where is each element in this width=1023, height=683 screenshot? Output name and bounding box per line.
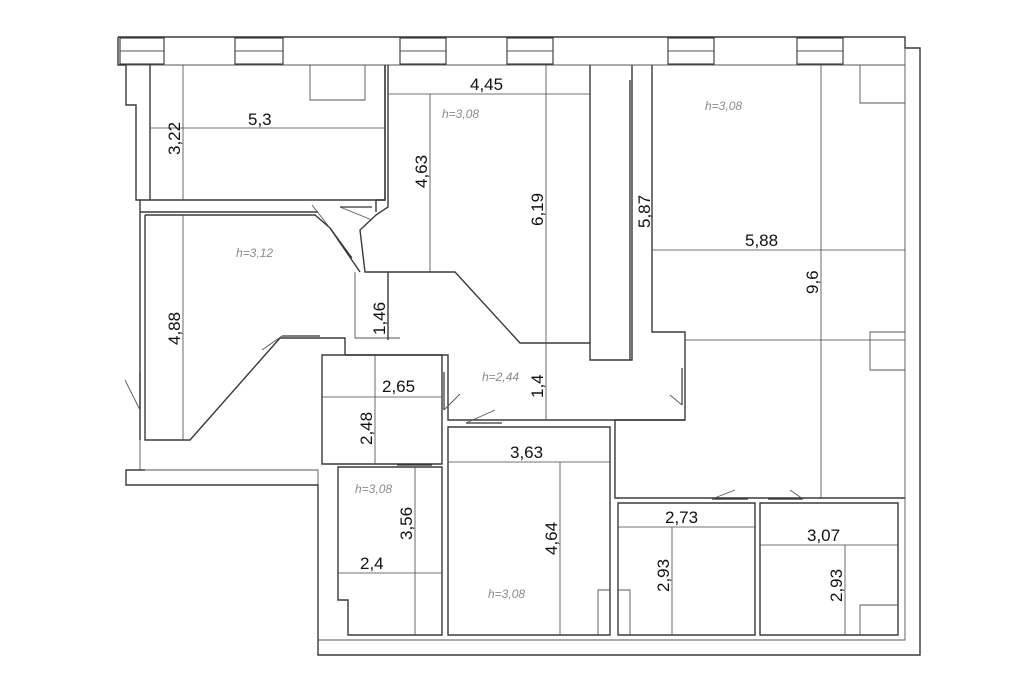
dim-right-width: 5,88 [745, 231, 778, 250]
room-top-middle [359, 65, 633, 361]
room-right [614, 65, 905, 499]
room-bottom-left [337, 466, 443, 636]
dim-right-depth-b: 9,6 [803, 270, 822, 294]
dim-top-mid-depth-a: 4,63 [412, 155, 431, 188]
room-left-middle [144, 214, 400, 441]
dim-bath-width: 2,65 [382, 377, 415, 396]
height-label-5: h=3,08 [355, 482, 392, 496]
dim-top-left-width: 5,3 [248, 110, 272, 129]
windows-top [119, 37, 844, 65]
dim-bottom-right2-depth: 2,93 [827, 569, 846, 602]
height-label-3: h=3,12 [236, 246, 273, 260]
height-label-4: h=2,44 [482, 370, 519, 384]
room-bathroom [321, 354, 443, 465]
dim-bottom-right2-width: 3,07 [807, 526, 840, 545]
dim-top-mid-depth-b: 6,19 [528, 193, 547, 226]
dim-top-left-depth: 3,22 [165, 122, 184, 155]
dim-hall-short: 1,4 [528, 374, 547, 398]
height-labels: h=3,08 h=3,08 h=3,12 h=2,44 h=3,08 h=3,0… [236, 99, 742, 601]
dim-bottom-left-depth: 3,56 [397, 507, 416, 540]
dim-bottom-right1-width: 2,73 [665, 508, 698, 527]
room-top-left [140, 65, 386, 213]
dim-bottom-mid-width: 3,63 [510, 443, 543, 462]
door-2 [329, 227, 353, 259]
height-label-6: h=3,08 [488, 587, 525, 601]
dim-top-mid-width: 4,45 [470, 75, 503, 94]
dim-bath-depth: 2,48 [357, 412, 376, 445]
room-bottom-middle [447, 426, 611, 636]
dimension-labels: 5,3 3,22 4,45 4,63 6,19 5,87 5,88 9,6 4,… [165, 75, 846, 602]
dim-left-mid-depth: 4,88 [165, 312, 184, 345]
outer-walls [117, 36, 921, 656]
dim-bottom-right1-depth: 2,93 [654, 559, 673, 592]
height-label-1: h=3,08 [442, 107, 479, 121]
room-hall [345, 272, 685, 421]
dim-right-depth-a: 5,87 [635, 195, 654, 228]
height-label-2: h=3,08 [705, 99, 742, 113]
dim-corridor-short: 1,46 [370, 302, 389, 335]
dim-bottom-mid-depth: 4,64 [542, 522, 561, 555]
room-bottom-right-1 [617, 502, 756, 636]
doors [124, 204, 804, 500]
dim-bottom-left-width: 2,4 [360, 554, 384, 573]
room-bottom-right-2 [759, 502, 899, 636]
